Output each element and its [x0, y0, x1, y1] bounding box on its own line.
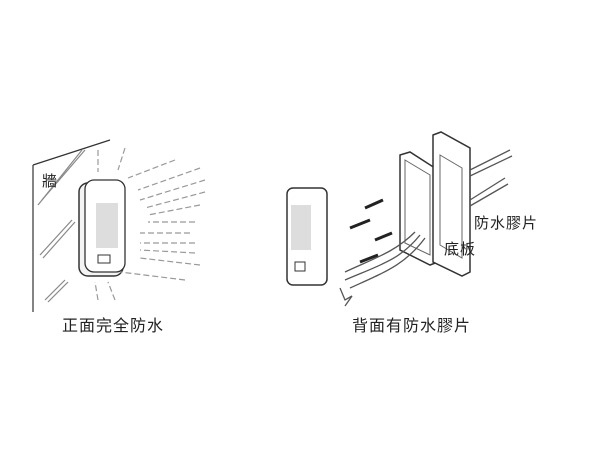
cables: [339, 149, 513, 307]
gasket-label: 防水膠片: [474, 214, 539, 232]
base-plate-label: 底板: [444, 240, 477, 258]
front-caption: 正面完全防水: [62, 316, 165, 335]
water-arrows: [94, 147, 206, 301]
wall-drawing: [32, 139, 111, 312]
screws: [349, 198, 393, 264]
rear-keypad-device: [286, 187, 328, 286]
rear-caption: 背面有防水膠片: [352, 316, 472, 335]
wall-label: 牆: [42, 172, 59, 190]
front-keypad-device: [78, 179, 126, 277]
waterproof-gasket: [432, 131, 471, 277]
